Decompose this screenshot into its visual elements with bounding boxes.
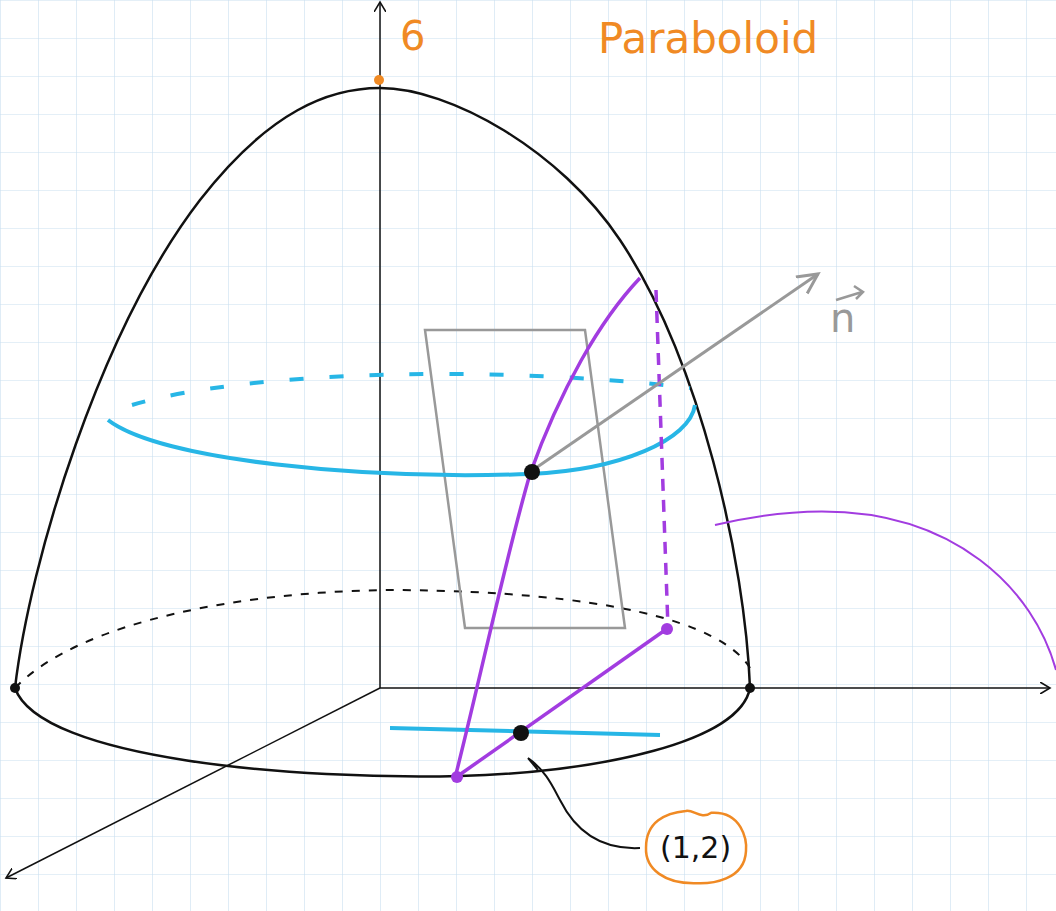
purple-leader (715, 511, 1056, 670)
level-curve (108, 405, 695, 475)
y-axis (380, 687, 1050, 689)
point (745, 683, 755, 693)
point (513, 725, 529, 741)
title-label: Paraboloid (598, 16, 818, 62)
leader-line (528, 758, 640, 848)
base-back (15, 590, 750, 688)
point-label: (1,2) (660, 831, 732, 864)
point (451, 771, 463, 783)
point (524, 464, 540, 480)
point (10, 683, 20, 693)
trace-line (455, 628, 668, 778)
paraboloid-outline (15, 88, 750, 688)
cross-section (455, 278, 640, 778)
level-curve-back (132, 374, 690, 405)
cross-section-back (656, 290, 668, 628)
callout-blob: (1,2) (642, 808, 750, 887)
normal-vector (530, 274, 818, 472)
z-axis (379, 2, 381, 688)
apex-point (374, 75, 384, 85)
point (661, 623, 673, 635)
vector-label: n (830, 296, 855, 340)
x-axis (6, 688, 380, 878)
height-label: 6 (400, 14, 425, 58)
base-front (15, 688, 750, 776)
